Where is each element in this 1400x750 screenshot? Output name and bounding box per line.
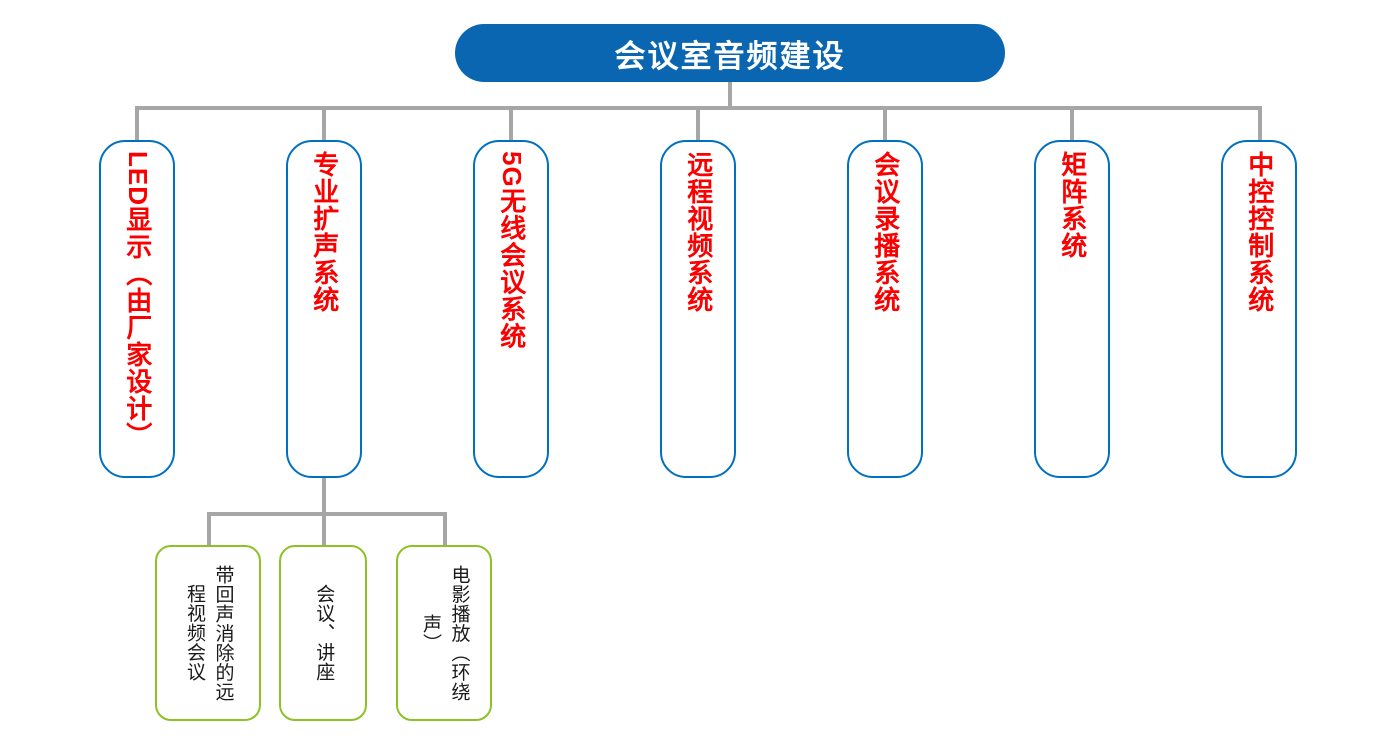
connector-drop-meeting-lecture (322, 512, 326, 545)
connector-drop-recording (883, 106, 887, 142)
node-remote-video[interactable]: 远程视频系统 (660, 140, 736, 478)
connector-pro-sound-stem (322, 478, 326, 545)
node-led-display[interactable]: LED显示（由厂家设计） (99, 140, 175, 478)
connector-drop-movie-playback (443, 512, 447, 545)
connector-drop-pro-sound (322, 106, 326, 142)
connector-drop-remote-video (696, 106, 700, 142)
connector-root-stem (728, 82, 732, 108)
node-aec-remote-video-label: 带回声消除的远程视频会议 (184, 564, 234, 702)
connector-drop-wireless-5g (509, 106, 513, 142)
connector-drop-aec-remote-video (207, 512, 211, 545)
connector-drop-central-control (1258, 106, 1262, 142)
node-recording-label: 会议录播系统 (870, 151, 901, 313)
node-recording[interactable]: 会议录播系统 (847, 140, 923, 478)
node-wireless-5g-label: 5G无线会议系统 (496, 151, 527, 350)
node-wireless-5g[interactable]: 5G无线会议系统 (473, 140, 549, 478)
node-central-control[interactable]: 中控控制系统 (1221, 140, 1297, 478)
node-led-display-label: LED显示（由厂家设计） (122, 151, 153, 449)
root-node-conference-audio[interactable]: 会议室音频建设 (455, 24, 1005, 82)
node-pro-sound-label: 专业扩声系统 (309, 151, 340, 313)
node-central-control-label: 中控控制系统 (1244, 151, 1275, 313)
connector-drop-matrix (1070, 106, 1074, 142)
node-movie-playback-label: 电影播放（环绕声） (420, 564, 470, 702)
connector-drop-led-display (135, 106, 139, 142)
node-meeting-lecture-label: 会议、讲座 (313, 584, 335, 682)
connector-level2-bus (207, 512, 445, 516)
node-matrix-label: 矩阵系统 (1057, 151, 1088, 259)
node-movie-playback[interactable]: 电影播放（环绕声） (396, 545, 492, 721)
node-aec-remote-video[interactable]: 带回声消除的远程视频会议 (155, 545, 261, 721)
node-remote-video-label: 远程视频系统 (683, 151, 714, 313)
node-meeting-lecture[interactable]: 会议、讲座 (279, 545, 367, 721)
node-matrix[interactable]: 矩阵系统 (1034, 140, 1110, 478)
root-node-label: 会议室音频建设 (614, 38, 846, 74)
node-pro-sound[interactable]: 专业扩声系统 (286, 140, 362, 478)
